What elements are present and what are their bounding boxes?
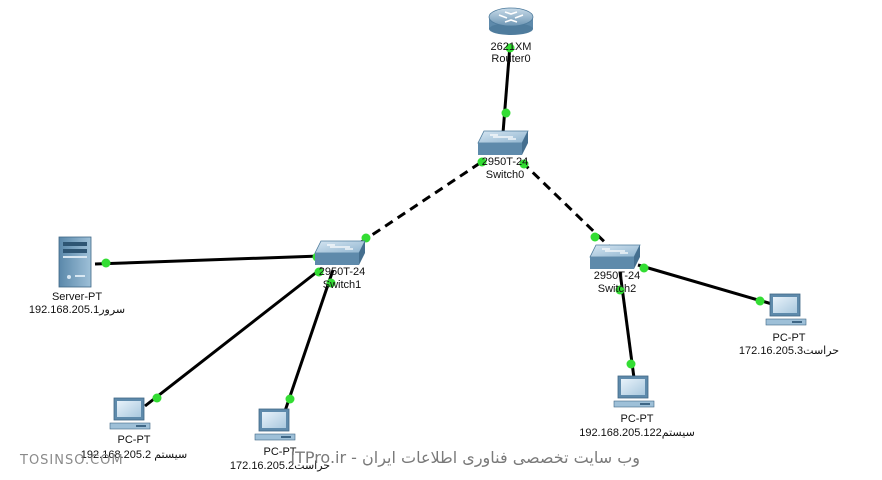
endpoint-dot <box>326 278 336 288</box>
switch2[interactable]: 2950T-24 Switch2 <box>589 244 641 295</box>
switch-icon <box>477 130 529 155</box>
router0[interactable]: 2621XM Router0 <box>488 7 534 65</box>
link-switch0-switch2[interactable] <box>520 160 617 254</box>
endpoint-dot <box>314 267 324 277</box>
endpoint-dot <box>152 393 162 403</box>
endpoint-dot <box>101 258 111 268</box>
link-pcmid-switch1[interactable] <box>282 269 335 415</box>
switch0-name: Switch0 <box>486 169 525 181</box>
router-icon <box>488 7 534 35</box>
switch0[interactable]: 2950T-24 Switch0 <box>477 130 529 181</box>
pc-left-label: سیستم 192.168.205.2 <box>81 449 187 461</box>
endpoint-dot <box>639 263 649 273</box>
pc-icon <box>109 397 151 430</box>
pc-icon <box>613 375 655 408</box>
pc-right-low-label: سیستم192.168.205.122 <box>579 427 695 439</box>
switch-icon <box>589 244 641 269</box>
pc-right[interactable]: PC-PT حراست172.16.205.3 <box>739 293 839 357</box>
switch0-model: 2950T-24 <box>482 156 528 168</box>
switch1-name: Switch1 <box>323 279 362 291</box>
switch2-model: 2950T-24 <box>594 270 640 282</box>
watermark-left: TOSINSO.COM <box>19 453 124 468</box>
pc-icon <box>765 293 807 326</box>
endpoint-dot <box>477 157 487 167</box>
server-label: سرور192.168.205.1 <box>29 304 125 316</box>
switch-icon <box>314 240 366 265</box>
link-endpoints <box>101 43 765 404</box>
link-pcright-switch2[interactable] <box>637 263 773 306</box>
endpoint-dot <box>501 108 511 118</box>
pc-right-low[interactable]: PC-PT سیستم192.168.205.122 <box>579 375 695 439</box>
pc-icon <box>254 408 296 441</box>
switch2-name: Switch2 <box>598 283 637 295</box>
endpoint-dot <box>590 232 600 242</box>
pc-left-type: PC-PT <box>118 434 151 446</box>
pc-mid-type: PC-PT <box>264 446 297 458</box>
server[interactable]: Server-PT سرور192.168.205.1 <box>29 236 125 316</box>
server-icon <box>58 236 92 288</box>
pc-mid-label: حراست172.16.205.2 <box>230 460 330 472</box>
link-router0-switch0[interactable] <box>501 44 512 134</box>
endpoint-dot <box>755 296 765 306</box>
switch1[interactable]: 2950T-24 Switch1 <box>314 240 366 291</box>
endpoint-dot <box>626 359 636 369</box>
endpoint-dot <box>519 159 529 169</box>
pc-mid[interactable]: PC-PT حراست172.16.205.2 <box>230 408 330 472</box>
endpoint-dot <box>285 394 295 404</box>
endpoint-dot <box>505 43 515 53</box>
pc-left[interactable]: PC-PT سیستم 192.168.205.2 <box>81 397 187 461</box>
endpoint-dot <box>361 233 371 243</box>
link-server-switch1[interactable] <box>94 254 321 266</box>
pc-right-label: حراست172.16.205.3 <box>739 345 839 357</box>
endpoint-dot <box>615 285 625 295</box>
server-type: Server-PT <box>52 291 102 303</box>
links-layer <box>94 44 773 415</box>
switch1-model: 2950T-24 <box>319 266 365 278</box>
router0-name: Router0 <box>491 53 530 65</box>
pc-right-low-type: PC-PT <box>621 413 654 425</box>
watermark-center: ITPro.ir - وب سایت تخصصی فناوری اطلاعات … <box>290 448 640 468</box>
pc-right-type: PC-PT <box>773 332 806 344</box>
link-pcleft-switch1[interactable] <box>144 266 323 408</box>
router0-model: 2621XM <box>491 41 532 53</box>
